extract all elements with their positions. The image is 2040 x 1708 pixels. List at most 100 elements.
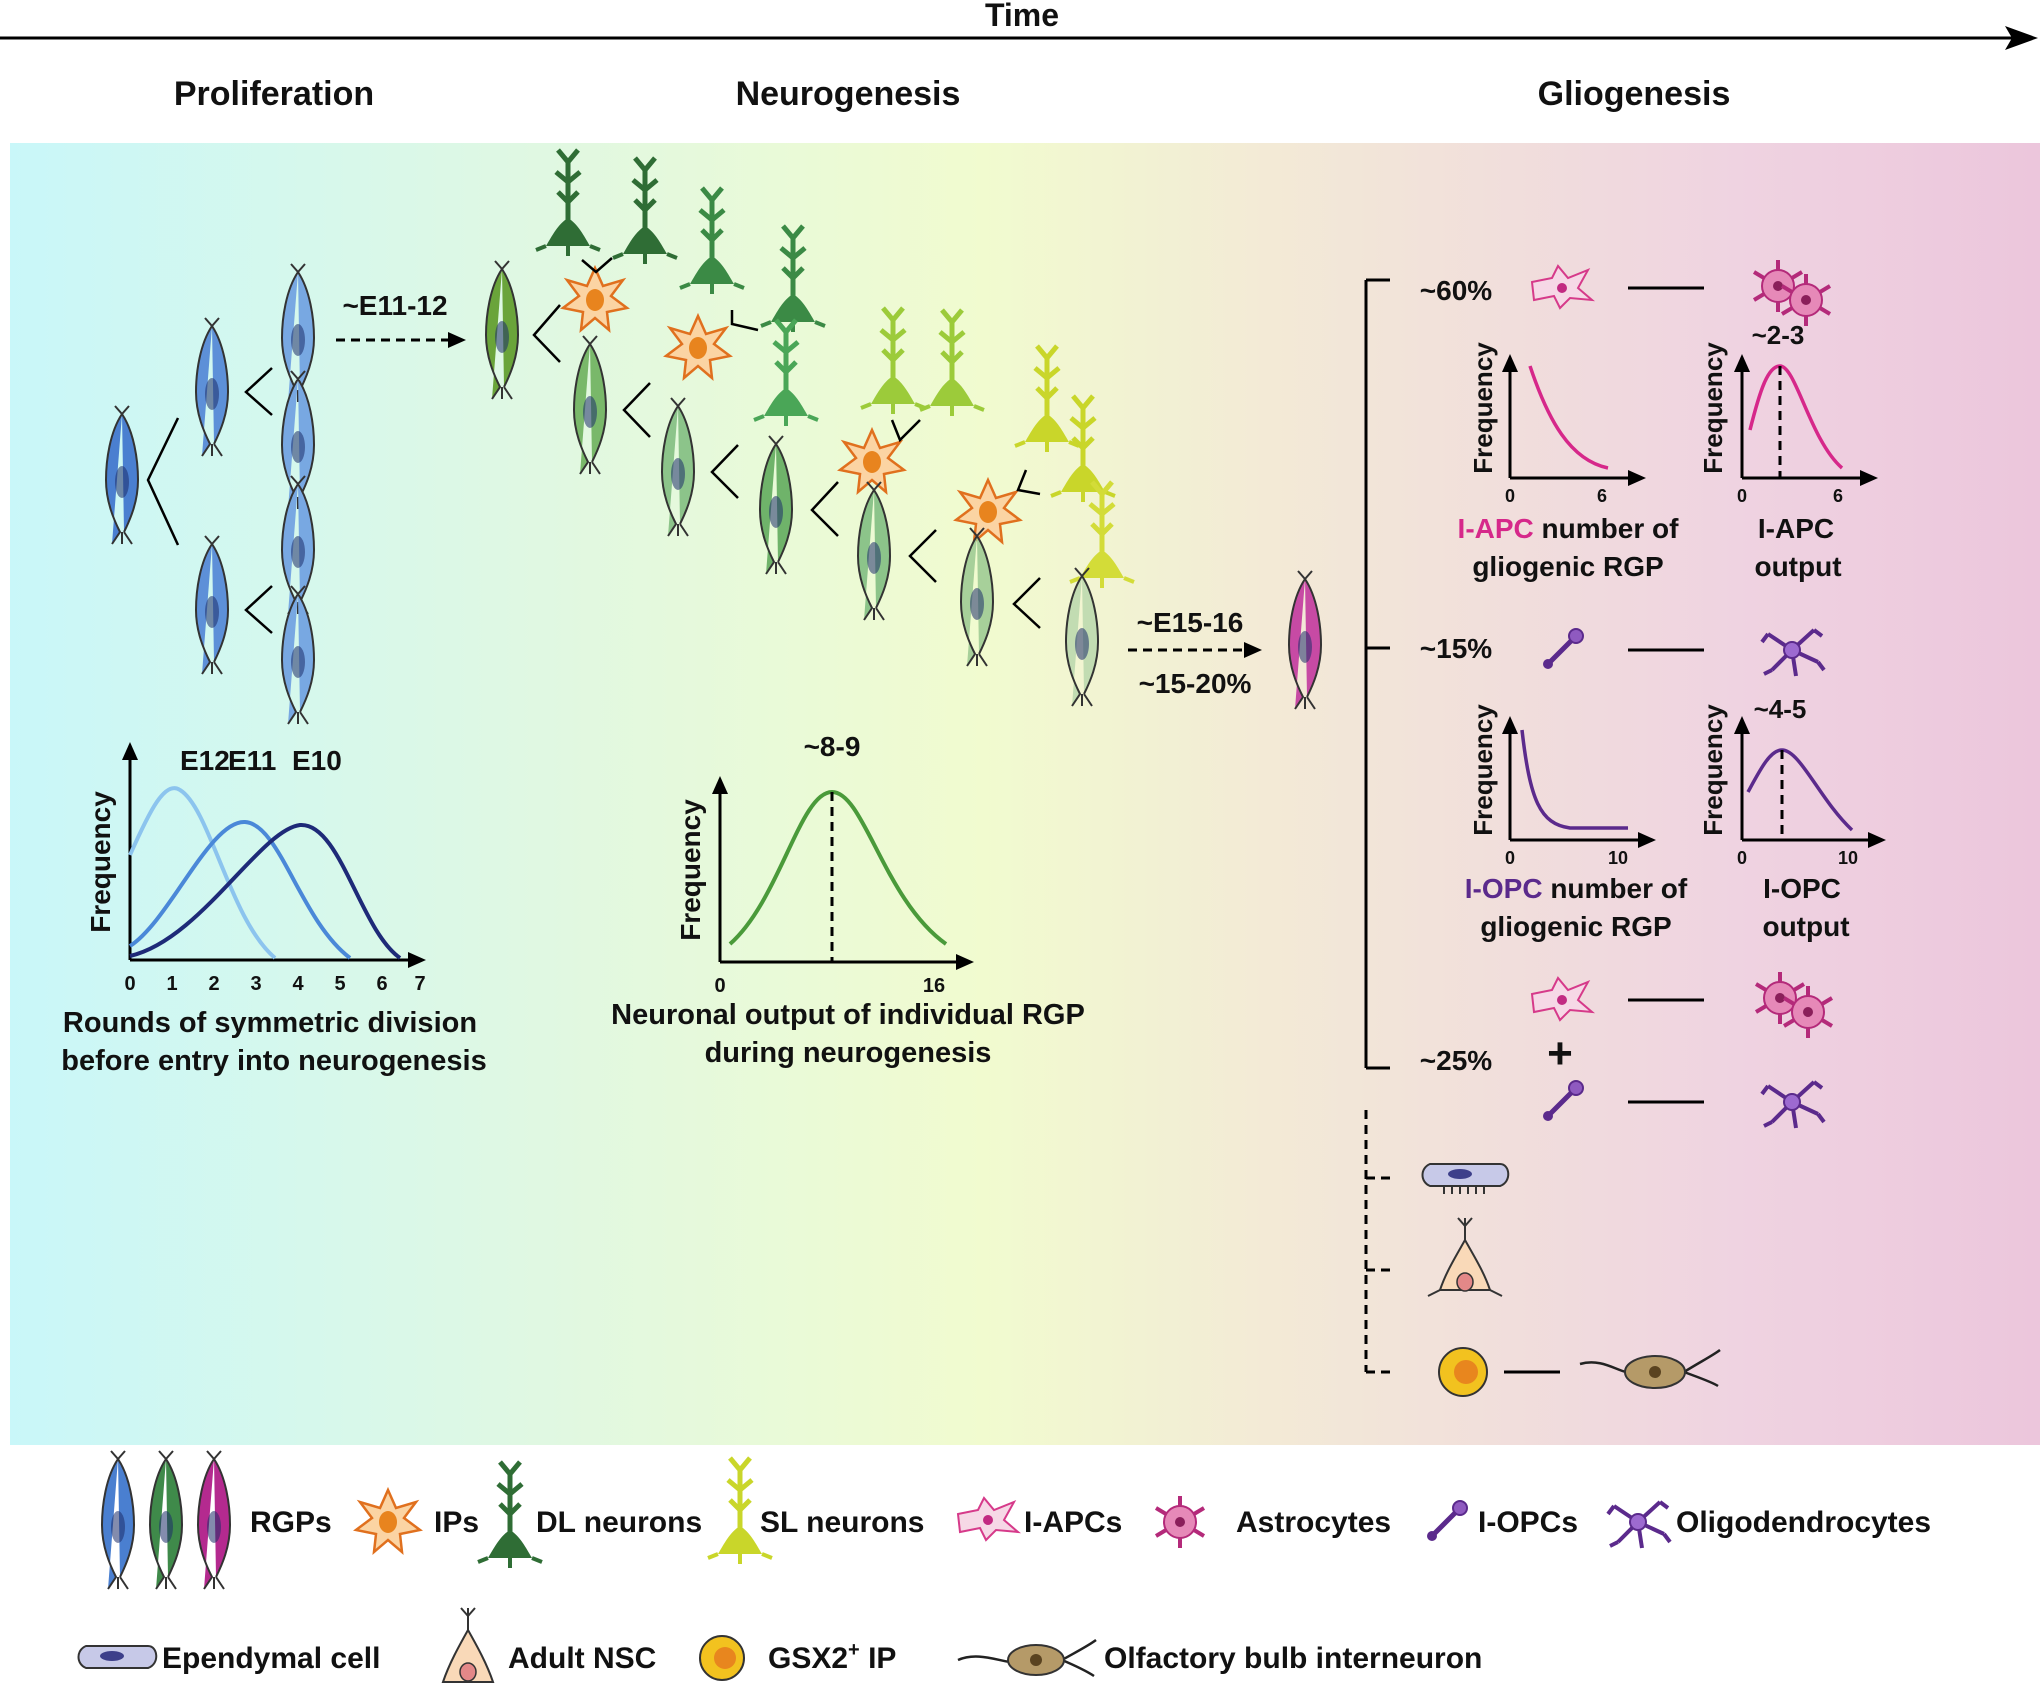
iopc-num-ylabel: Frequency [1468, 704, 1498, 836]
legend-gsx2-tail: IP [860, 1642, 897, 1675]
prolif-tick-2: 2 [208, 973, 219, 995]
iapc-out-ylabel: Frequency [1698, 342, 1728, 474]
chart-iapc-output: Frequency ~2-3 0 6 I-APC output [1698, 320, 1878, 582]
neuro-tick-0: 0 [714, 975, 725, 997]
legend-astro: Astrocytes [1236, 1506, 1391, 1539]
iapc-num-xlabel-2: gliogenic RGP [1472, 551, 1663, 582]
iopc-num-xlabel-rest: number of [1543, 873, 1688, 904]
legend-sl: SL neurons [760, 1506, 924, 1539]
olfactory-interneuron-cell [1579, 1348, 1721, 1389]
proliferation-lineage [105, 263, 315, 725]
fate-60: ~60% [1420, 275, 1492, 306]
ependymal-cell [1421, 1163, 1510, 1194]
iapc-out-peak: ~2-3 [1752, 320, 1805, 350]
chart-neurogenesis: Frequency ~8-9 0 16 Neuronal output of i… [611, 731, 1085, 1069]
iapc-out-xlabel-1: I-APC [1758, 513, 1834, 544]
iopc-num-xlabel-2: gliogenic RGP [1480, 911, 1671, 942]
prolif-tick-0: 0 [124, 973, 135, 995]
fate-15: ~15% [1420, 633, 1492, 664]
legend-gsx2-sup: + [848, 1639, 860, 1661]
iopc-out-peak: ~4-5 [1754, 694, 1807, 724]
iapc-out-tick-0: 0 [1737, 486, 1747, 506]
prolif-tick-4: 4 [292, 973, 304, 995]
time-label: Time [985, 0, 1059, 33]
time-axis: Time [0, 0, 2038, 50]
legend-dl-neuron-icon [478, 1462, 542, 1568]
legend-gsx2-icon [699, 1635, 745, 1681]
fate-plus: + [1547, 1029, 1573, 1078]
legend-astrocyte-icon [1154, 1494, 1206, 1550]
prolif-ylabel: Frequency [85, 791, 116, 933]
prolif-series-e12: E12 [180, 745, 230, 776]
iopc-num-tick-0: 0 [1505, 848, 1515, 868]
transition-e11-12: ~E11-12 [342, 290, 447, 321]
chart-proliferation: Frequency E12 E11 E10 0 1 2 3 4 5 6 7 Ro… [61, 742, 487, 1077]
chart-iopc-number: Frequency 0 10 I-OPC number of gliogenic… [1465, 704, 1688, 942]
transition-fraction: ~15-20% [1139, 668, 1252, 699]
legend-dl: DL neurons [536, 1506, 702, 1539]
phase-gliogenesis: Gliogenesis [1538, 75, 1731, 113]
prolif-series-e10: E10 [292, 745, 342, 776]
adult-nsc-cell [1427, 1217, 1503, 1297]
prolif-xlabel-2: before entry into neurogenesis [61, 1045, 486, 1077]
prolif-curve-e11 [128, 819, 352, 960]
legend-ependymal: Ependymal cell [162, 1642, 380, 1675]
legend-rgp-magenta-icon [197, 1450, 231, 1590]
phase-proliferation: Proliferation [174, 75, 374, 113]
legend-row-2: Ependymal cell Adult NSC GSX2+ IP Olfact… [77, 1607, 1482, 1683]
gsx2-ip-cell [1438, 1347, 1488, 1397]
legend-rgps: RGPs [250, 1506, 332, 1539]
timeline-background [10, 143, 2040, 1445]
legend-iapc-icon [957, 1497, 1019, 1541]
iopc-out-xlabel-2: output [1762, 911, 1849, 942]
gliogenesis-bracket [1364, 278, 1394, 1374]
prolif-curve-e12 [128, 786, 277, 960]
iopc-out-curve [1746, 748, 1854, 832]
prolif-tick-1: 1 [166, 973, 177, 995]
prolif-series-e11: E11 [228, 745, 276, 776]
legend-interneuron-icon [957, 1638, 1097, 1678]
neuro-peak: ~8-9 [804, 731, 861, 762]
iapc-num-tick-0: 0 [1505, 486, 1515, 506]
iopc-out-ylabel: Frequency [1698, 704, 1728, 836]
iapc-out-curve [1748, 364, 1844, 470]
neuro-xlabel-1: Neuronal output of individual RGP [611, 999, 1085, 1031]
chart-iopc-output: Frequency ~4-5 0 10 I-OPC output [1698, 694, 1886, 942]
legend-nsc: Adult NSC [508, 1642, 656, 1675]
iapc-out-tick-6: 6 [1833, 486, 1843, 506]
legend-iapcs: I-APCs [1024, 1506, 1122, 1539]
legend-oligodendrocyte-icon [1606, 1500, 1672, 1550]
prolif-curve-e10 [129, 822, 402, 960]
iopc-num-xlabel-colored: I-OPC [1465, 873, 1543, 904]
prolif-xlabel-1: Rounds of symmetric division [63, 1007, 477, 1039]
legend-gsx2: GSX2+ IP [768, 1639, 896, 1675]
transition-e15-16: ~E15-16 [1137, 607, 1244, 638]
fate-25: ~25% [1420, 1045, 1492, 1076]
legend-nsc-icon [441, 1607, 495, 1683]
prolif-tick-6: 6 [376, 973, 387, 995]
iapc-num-xlabel-1: I-APC number of [1458, 513, 1680, 544]
legend-iopc-icon [1427, 1501, 1467, 1541]
iapc-num-tick-6: 6 [1597, 486, 1607, 506]
iapc-num-xlabel-rest: number of [1534, 513, 1679, 544]
iopc-out-xlabel-1: I-OPC [1763, 873, 1841, 904]
iapc-num-curve [1528, 365, 1609, 470]
prolif-tick-7: 7 [414, 973, 425, 995]
legend-gsx2-main: GSX2 [768, 1642, 848, 1675]
neuro-tick-16: 16 [923, 975, 945, 997]
legend-ob: Olfactory bulb interneuron [1104, 1642, 1482, 1675]
legend-ips: IPs [434, 1506, 479, 1539]
iopc-out-tick-10: 10 [1838, 848, 1858, 868]
phase-neurogenesis: Neurogenesis [736, 75, 961, 113]
neurogenesis-lineage [485, 150, 1134, 707]
legend-ependymal-icon [77, 1645, 158, 1669]
legend-iopcs: I-OPCs [1478, 1506, 1578, 1539]
neuro-ylabel: Frequency [675, 799, 706, 941]
legend-rgp-green-icon [149, 1450, 183, 1590]
iapc-out-xlabel-2: output [1754, 551, 1841, 582]
neuro-xlabel-2: during neurogenesis [705, 1037, 992, 1069]
chart-iapc-number: Frequency 0 6 I-APC number of gliogenic … [1458, 342, 1680, 582]
iopc-num-xlabel-1: I-OPC number of [1465, 873, 1688, 904]
legend-oligo: Oligodendrocytes [1676, 1506, 1931, 1539]
